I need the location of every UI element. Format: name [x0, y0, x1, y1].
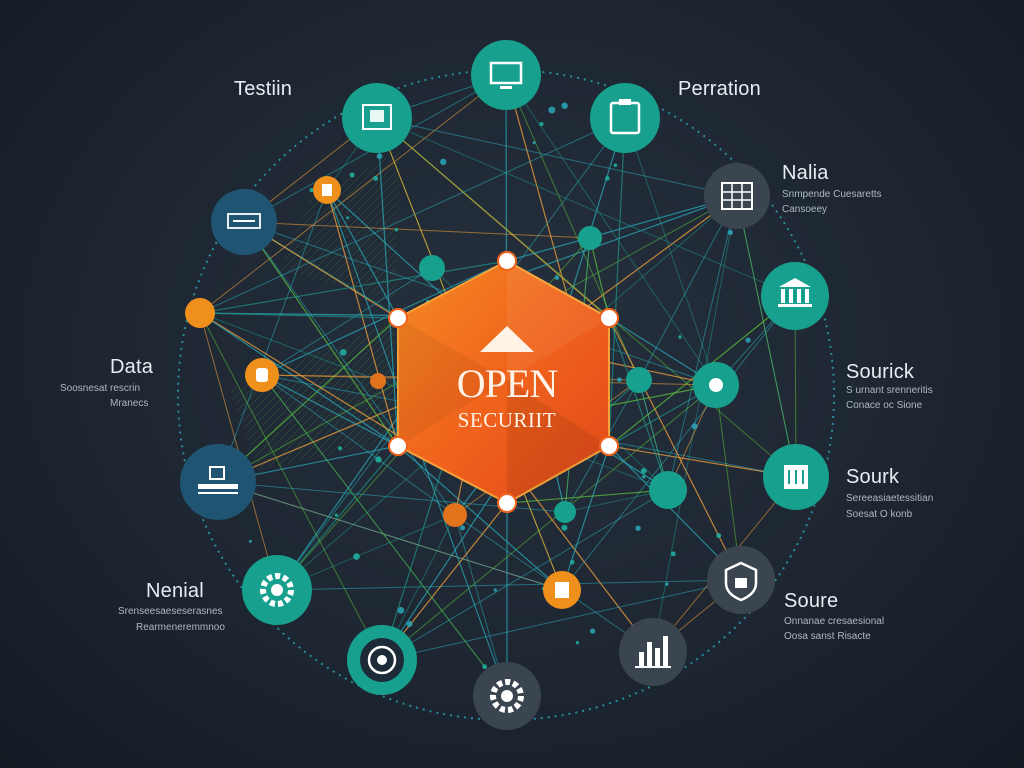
- mesh-left: [230, 320, 395, 470]
- node-document: [342, 83, 412, 153]
- label-data-sub1: Soosnesat rescrin: [60, 383, 141, 394]
- node-gear-left: [242, 555, 312, 625]
- label-nalia-sub2: Cansoeey: [782, 204, 828, 215]
- bank-icon: [778, 278, 812, 307]
- label-sourk-sub2: Soesat O konb: [846, 509, 913, 520]
- spreadsheet-icon: [721, 182, 753, 210]
- monitor-icon: [489, 61, 523, 89]
- node-server: [763, 444, 829, 510]
- label-soure-sub2: Oosa sanst Risacte: [784, 631, 871, 642]
- label-nenial-sub2: Rearmeneremmnoo: [136, 622, 225, 633]
- clipboard-icon: [609, 99, 641, 135]
- document-icon: [362, 104, 392, 130]
- gear-icon: [260, 573, 294, 607]
- node-bank: [761, 262, 829, 330]
- central-hexagon: [388, 251, 619, 513]
- label-nalia: Nalia: [782, 162, 829, 184]
- node-spreadsheet: [704, 163, 770, 229]
- label-sourick: Sourick: [846, 361, 915, 383]
- target-icon: [367, 645, 397, 675]
- label-perration: Perration: [678, 78, 761, 100]
- bar-chart-icon: [635, 636, 671, 668]
- small-nodes: [185, 176, 739, 609]
- shield-lock-icon: [724, 561, 758, 602]
- label-soure: Soure: [784, 590, 839, 612]
- label-nalia-sub1: Snmpende Cuesaretts: [782, 189, 882, 200]
- center-title: OPEN: [456, 361, 558, 406]
- label-data: Data: [110, 356, 154, 378]
- label-nenial: Nenial: [146, 580, 204, 602]
- label-sourk: Sourk: [846, 466, 900, 488]
- node-id-card: [180, 444, 256, 520]
- calendar-icon: [227, 213, 261, 229]
- node-shield: [707, 546, 775, 614]
- label-nenial-sub1: Srenseesaeseserasnes: [118, 606, 223, 617]
- center-subtitle: SECURIIT: [457, 408, 557, 432]
- node-calendar: [211, 189, 277, 255]
- node-target: [347, 625, 417, 695]
- server-icon: [784, 465, 808, 489]
- gear-icon: [490, 679, 524, 713]
- node-gear-bottom: [473, 662, 541, 730]
- triangle-icon: [480, 326, 534, 352]
- node-monitor: [471, 40, 541, 110]
- label-sourick-sub2: Conace oc Sione: [846, 400, 923, 411]
- label-data-sub2: Mranecs: [110, 398, 149, 409]
- id-card-icon: [198, 466, 238, 494]
- node-clipboard: [590, 83, 660, 153]
- label-soure-sub1: Onnanae cresaesional: [784, 616, 885, 627]
- mesh-top-left: [280, 150, 400, 300]
- label-sourk-sub1: Sereeasiaetessitian: [846, 493, 934, 504]
- label-testin: Testiin: [234, 78, 293, 100]
- node-bar-chart: [619, 618, 687, 686]
- label-sourick-sub1: S urnant srenneritis: [846, 385, 933, 396]
